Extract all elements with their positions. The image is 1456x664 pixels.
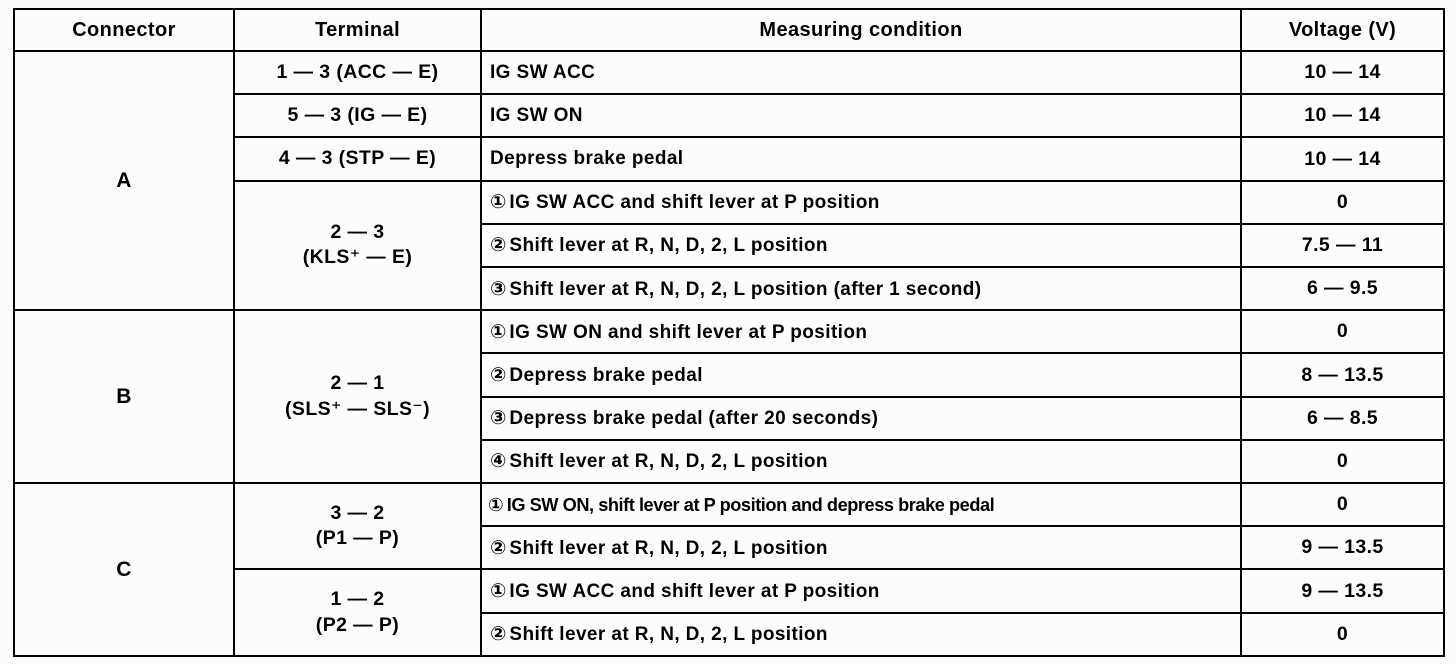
circled-number-icon: ② [490, 536, 507, 559]
table-header: Connector Terminal Measuring condition V… [13, 8, 1445, 52]
table-row: 5 — 3 (IG — E) IG SW ON 10 — 14 [14, 93, 1445, 139]
terminal-line-primary: 4 — 3 (STP — E) [278, 147, 437, 170]
condition-text: IG SW ON [490, 104, 583, 126]
condition-text: IG SW ACC and shift lever at P position [509, 192, 880, 214]
terminal-cell: 1 — 3 (ACC — E) [233, 49, 482, 96]
terminal-cell: 2 — 1 (SLS⁺ — SLS⁻) [233, 309, 482, 485]
voltage-cell: 0 [1240, 438, 1445, 485]
circled-number-icon: ② [490, 234, 507, 257]
circled-number-icon: ① [488, 493, 504, 515]
voltage-cell: 8 — 13.5 [1240, 352, 1445, 398]
condition-text: Shift lever at R, N, D, 2, L position [509, 235, 828, 257]
circled-number-icon: ② [490, 623, 507, 646]
column-header-voltage: Voltage (V) [1240, 8, 1445, 52]
circled-number-icon: ① [490, 580, 507, 603]
terminal-cell: 2 — 3 (KLS⁺ — E) [233, 179, 482, 312]
table-row: A 1 — 3 (ACC — E) IG SW ACC 10 — 14 [13, 49, 1445, 312]
voltage-cell: 0 [1240, 482, 1445, 528]
circled-number-icon: ① [490, 191, 507, 214]
terminal-line-primary: 2 — 3 [330, 220, 385, 243]
voltage-cell: 6 — 8.5 [1240, 395, 1445, 441]
condition-text: Shift lever at R, N, D, 2, L position [509, 624, 828, 646]
terminal-cell: 3 — 2 (P1 — P) [233, 482, 482, 571]
condition-text: Shift lever at R, N, D, 2, L position [509, 537, 828, 559]
voltage-cell: 10 — 14 [1240, 93, 1445, 139]
voltage-cell: 6 — 9.5 [1240, 266, 1445, 312]
measuring-condition-cell: IG SW ACC [480, 49, 1242, 96]
terminal-line-primary: 1 — 2 [330, 587, 385, 610]
voltage-cell: 7.5 — 11 [1240, 222, 1445, 269]
connector-cell: C [13, 482, 235, 657]
circled-number-icon: ④ [490, 450, 507, 473]
terminal-line-signal: (KLS⁺ — E) [302, 246, 413, 269]
terminal-line-primary: 5 — 3 (IG — E) [287, 103, 428, 126]
circled-number-icon: ② [490, 364, 507, 387]
condition-text: IG SW ACC and shift lever at P position [509, 581, 880, 603]
terminal-line-signal: (SLS⁺ — SLS⁻) [285, 397, 430, 420]
connector-cell: A [13, 49, 235, 312]
table-row: 4 — 3 (STP — E) Depress brake pedal 10 — 1… [14, 136, 1445, 182]
column-header-connector: Connector [13, 8, 235, 52]
condition-text: Shift lever at R, N, D, 2, L position (a… [509, 278, 982, 300]
column-header-terminal: Terminal [233, 8, 482, 52]
voltage-cell: 10 — 14 [1240, 49, 1445, 96]
circled-number-icon: ① [490, 320, 507, 343]
terminal-line-signal: (P1 — P) [315, 527, 400, 550]
header-row: Connector Terminal Measuring condition V… [13, 8, 1445, 52]
voltage-cell: 10 — 14 [1240, 136, 1445, 182]
circled-number-icon: ③ [490, 407, 507, 430]
terminal-cell: 4 — 3 (STP — E) [233, 136, 482, 182]
connector-cell: B [13, 309, 235, 485]
voltage-cell: 0 [1240, 179, 1445, 225]
voltage-cell: 9 — 13.5 [1240, 525, 1445, 571]
measuring-condition-cell: IG SW ON [480, 93, 1242, 139]
circled-number-icon: ③ [490, 277, 507, 300]
condition-text: Depress brake pedal [509, 365, 703, 387]
condition-text: IG SW ON, shift lever at P position and … [506, 494, 995, 515]
terminal-line-primary: 2 — 1 [330, 371, 385, 394]
voltage-cell: 0 [1240, 309, 1445, 355]
condition-text: Depress brake pedal (after 20 seconds) [509, 408, 879, 430]
terminal-line-signal: (P2 — P) [315, 613, 400, 636]
measuring-condition-cell: Depress brake pedal [480, 136, 1242, 182]
condition-text: IG SW ON and shift lever at P position [509, 321, 868, 343]
condition-text: IG SW ACC [490, 61, 596, 83]
terminal-line-primary: 3 — 2 [330, 501, 385, 524]
condition-text: Depress brake pedal [490, 148, 684, 169]
voltage-cell: 9 — 13.5 [1240, 568, 1445, 614]
voltage-cell: 0 [1240, 611, 1445, 658]
terminal-line-primary: 1 — 3 (ACC — E) [276, 60, 439, 83]
connector-voltage-table: Connector Terminal Measuring condition V… [13, 8, 1445, 658]
condition-text: Shift lever at R, N, D, 2, L position [509, 451, 828, 473]
column-header-measuring-condition: Measuring condition [480, 8, 1242, 52]
terminal-cell: 1 — 2 (P2 — P) [233, 568, 482, 657]
terminal-cell: 5 — 3 (IG — E) [233, 93, 482, 139]
